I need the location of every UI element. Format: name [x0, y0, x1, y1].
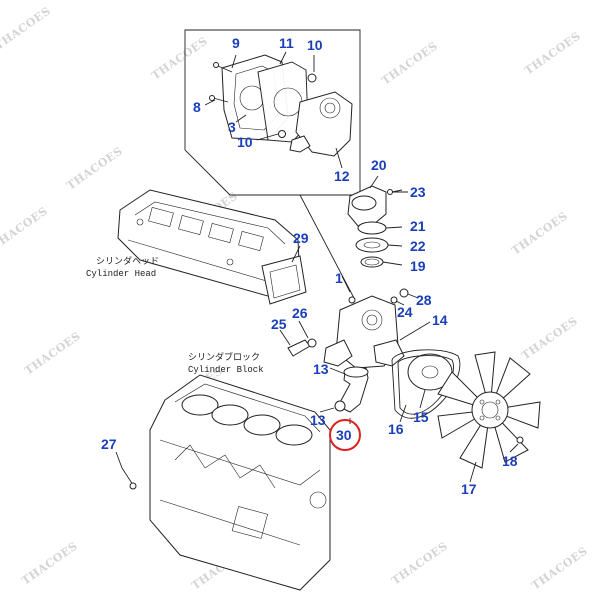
callout-11: 11	[279, 35, 294, 51]
highlight-ring-30	[329, 419, 361, 451]
callout-13a: 13	[313, 361, 329, 377]
callout-28: 28	[416, 292, 432, 308]
thermostat-assembly	[347, 185, 408, 268]
callout-29: 29	[293, 230, 309, 246]
watermark: THACOES	[22, 329, 83, 377]
fan-belt	[391, 349, 461, 419]
callout-17: 17	[461, 481, 477, 497]
callout-numbers: 9 11 10 8 3 10 12 20 23 21 22 19 29 1 24…	[101, 35, 518, 497]
callout-14: 14	[432, 312, 448, 328]
callout-10: 10	[307, 37, 323, 53]
cylinder-block	[149, 374, 331, 591]
washer-28	[399, 288, 409, 298]
callout-20: 20	[371, 157, 387, 173]
callout-15: 15	[413, 409, 429, 425]
callout-10b: 10	[237, 134, 253, 150]
watermark: THACOES	[509, 209, 570, 257]
bolt-24	[390, 296, 398, 304]
callout-25: 25	[271, 316, 287, 332]
cylinder-head-label-en: Cylinder Head	[86, 269, 156, 279]
callout-18: 18	[502, 453, 518, 469]
callout-8: 8	[193, 99, 201, 115]
callout-22: 22	[410, 238, 426, 254]
callout-19: 19	[410, 258, 426, 274]
cylinder-block-label-en: Cylinder Block	[188, 365, 264, 375]
callout-13b: 13	[310, 412, 326, 428]
water-pump	[323, 295, 405, 369]
watermark: THACOES	[149, 34, 210, 82]
watermark: THACOES	[19, 539, 80, 587]
callout-27: 27	[101, 436, 117, 452]
watermark: THACOES	[389, 539, 450, 587]
watermark: THACOES	[519, 314, 580, 362]
callout-23: 23	[410, 184, 426, 200]
callout-9: 9	[232, 35, 240, 51]
callout-21: 21	[410, 218, 426, 234]
callout-3: 3	[228, 119, 236, 135]
watermark: THACOES	[522, 29, 583, 77]
watermark: THACOES	[379, 39, 440, 87]
watermark: THACOES	[0, 4, 53, 52]
callout-24: 24	[397, 304, 413, 320]
leader-lines	[115, 51, 519, 483]
clamp-13	[334, 400, 346, 412]
watermark: THACOES	[529, 544, 590, 592]
fan-bolt-18	[516, 436, 524, 444]
watermark: THACOES	[0, 204, 50, 252]
cylinder-head-label-jp: シリンダヘッド	[96, 255, 159, 267]
callout-16: 16	[388, 421, 404, 437]
inset-leader	[299, 194, 356, 301]
cooling-fan	[437, 351, 541, 469]
hose-30	[337, 366, 369, 413]
cylinder-block-label-jp: シリンダブロック	[188, 351, 260, 363]
callout-30: 30	[336, 427, 352, 443]
callout-12: 12	[334, 168, 350, 184]
callout-1: 1	[335, 270, 343, 286]
callout-26: 26	[292, 305, 308, 321]
pump-detail-inset	[184, 29, 361, 196]
temperature-sensor	[287, 338, 317, 357]
watermark: THACOES	[64, 144, 125, 192]
